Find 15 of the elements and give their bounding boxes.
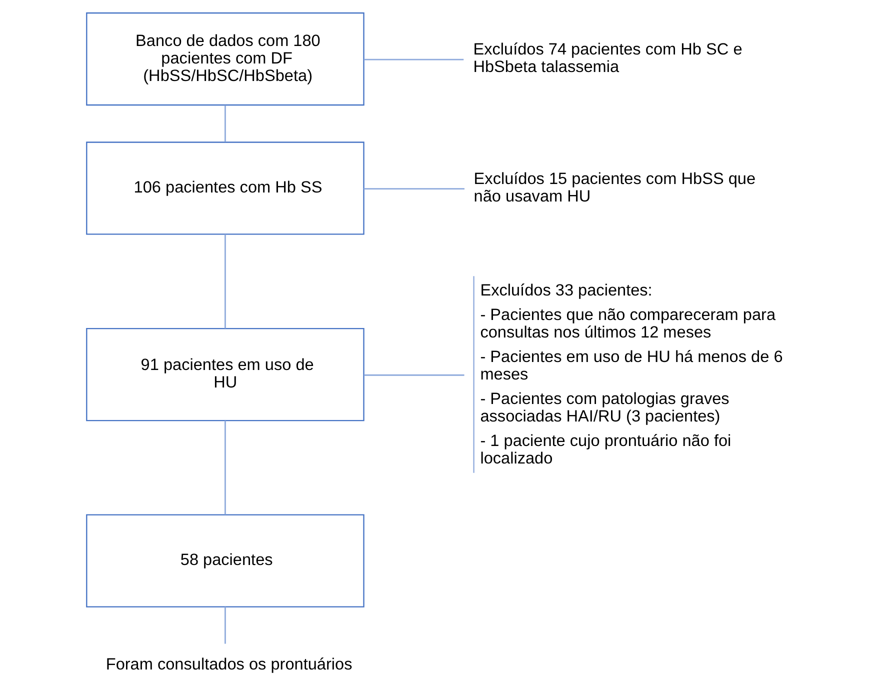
node-box: 91 pacientes em uso de HU [86,328,364,422]
node-box: 58 pacientes [86,514,364,608]
connector [224,234,226,328]
connector [364,374,464,376]
node-box: 106 pacientes com Hb SS [86,142,364,235]
node-text: Excluídos 33 pacientes: - Pacientes que não compareceram para consultas nos últimos 12 meses - Pacientes em uso de HU há menos de 6 meses - Pacientes com patologias graves associadas HAI/RU (3 pacientes) - 1 paciente cujo prontuário não foi localizado [480,282,782,468]
connector [363,188,464,190]
node-box: Banco de dados com 180 pacientes com DF (HbSS/HbSC/HbSbeta) [86,12,364,106]
connector [224,606,226,644]
node-text: Foram consultados os prontuários [105,655,352,674]
node-text: Excluídos 74 pacientes com Hb SC e HbSbeta talassemia [472,40,742,76]
node-text: Excluídos 15 pacientes com HbSS que não usavam HU [473,170,756,206]
connector [224,420,226,515]
connector [224,105,226,142]
connector [363,58,464,60]
